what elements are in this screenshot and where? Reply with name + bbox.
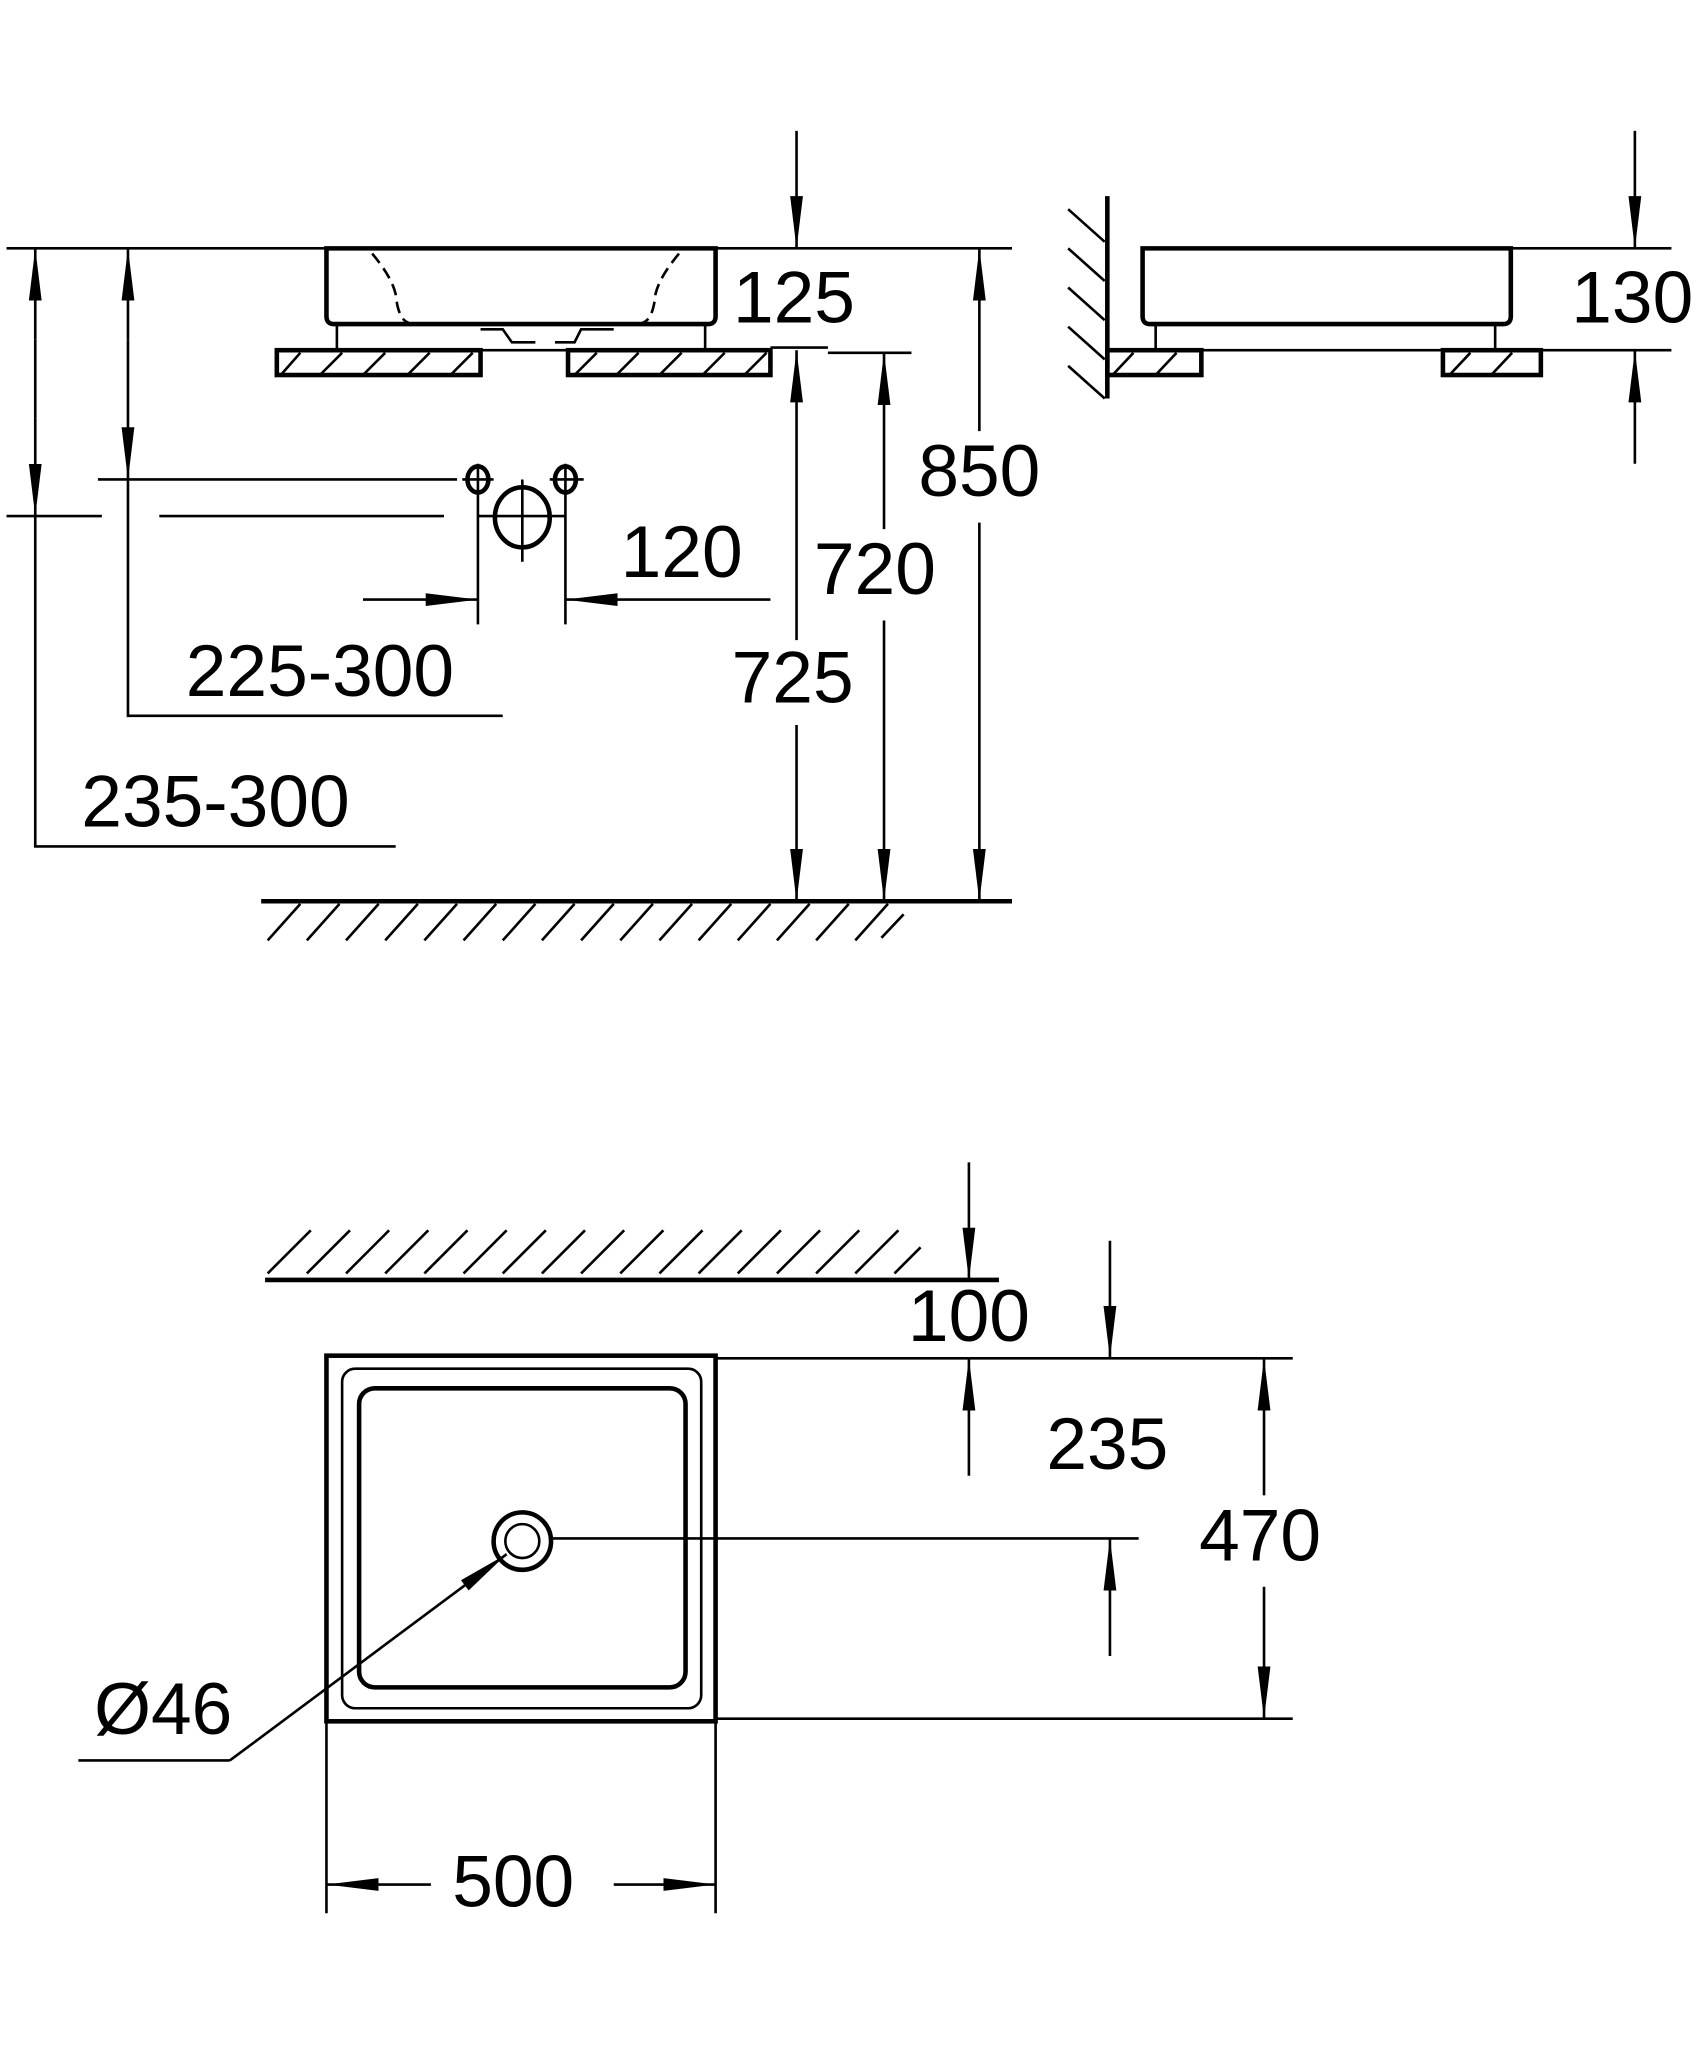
dim-label-725: 725: [732, 637, 854, 718]
dim-label-225-300: 225-300: [186, 631, 454, 712]
leader-arrow: [229, 1553, 508, 1762]
dim-label-100: 100: [908, 1276, 1030, 1357]
waste-outlet-icon: [477, 479, 566, 562]
side-view: 130: [1067, 130, 1693, 464]
dim-label-470: 470: [1199, 1495, 1321, 1576]
countertop-hatched: [1105, 347, 1544, 378]
drain-icon: [491, 1510, 554, 1573]
plan-view: 100 470 235 Ø46 500: [78, 1162, 1321, 1922]
dim-label-720: 720: [814, 529, 936, 610]
wall-hatched: [1067, 196, 1110, 400]
basin-foot: [1154, 322, 1497, 352]
dim-label-130: 130: [1571, 258, 1693, 339]
dim-label-235: 235: [1046, 1404, 1168, 1485]
basin-foot: [335, 322, 707, 352]
wall-hatched: [265, 1229, 999, 1283]
countertop-hatched: [274, 347, 773, 378]
dim-label-120: 120: [621, 512, 743, 593]
leader-line: [126, 339, 503, 718]
dim-label-500: 500: [452, 1841, 574, 1922]
basin-outline: [1140, 246, 1514, 327]
basin-inner-contour: [371, 252, 410, 325]
basin-inner-contour: [641, 252, 681, 325]
tap-hole-icon: [462, 463, 494, 625]
front-view: 125 725 720 850 235-300 225-300: [6, 130, 1040, 942]
basin-outline: [324, 246, 718, 327]
dim-label-diameter: Ø46: [94, 1669, 232, 1750]
floor-hatched: [261, 898, 1013, 942]
leader-line: [33, 339, 396, 848]
dim-label-125: 125: [733, 258, 855, 339]
dim-label-850: 850: [918, 431, 1040, 512]
drain-outlet: [480, 328, 614, 344]
dim-label-235-300: 235-300: [81, 762, 349, 843]
